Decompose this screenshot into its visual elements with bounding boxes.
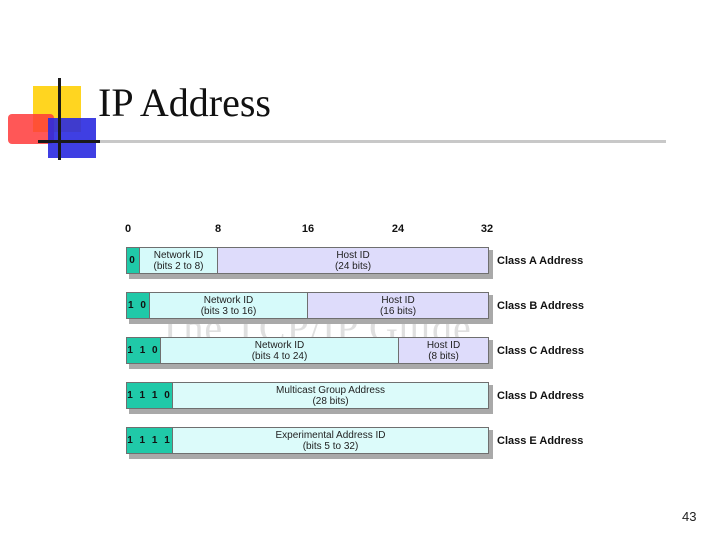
- class-d-multicast-group-address: Multicast Group Address(28 bits): [172, 382, 489, 409]
- class-b-network-id: Network ID(bits 3 to 16): [149, 292, 308, 319]
- class-c-host-id: Host ID(8 bits): [398, 337, 489, 364]
- ip-address-classes-diagram: The TCP/IP Guide 0 8 16 24 32 0 Network …: [120, 222, 600, 462]
- class-c-row: 1 1 0 Network ID(bits 4 to 24) Host ID(8…: [126, 337, 493, 369]
- title-underline: [38, 140, 666, 143]
- class-a-network-id: Network ID(bits 2 to 8): [139, 247, 218, 274]
- class-a-row: 0 Network ID(bits 2 to 8) Host ID(24 bit…: [126, 247, 493, 279]
- class-b-row: 1 0 Network ID(bits 3 to 16) Host ID(16 …: [126, 292, 493, 324]
- class-d-label: Class D Address: [497, 390, 585, 402]
- title-decoration-red-square: [8, 114, 54, 144]
- class-a-host-id: Host ID(24 bits): [217, 247, 489, 274]
- class-c-prefix-bits: 1 1 0: [126, 337, 161, 364]
- class-a-label: Class A Address: [497, 255, 584, 267]
- class-e-experimental-address-id: Experimental Address ID(bits 5 to 32): [172, 427, 489, 454]
- class-d-prefix-bits: 1 1 1 0: [126, 382, 173, 409]
- class-d-row: 1 1 1 0 Multicast Group Address(28 bits): [126, 382, 493, 414]
- bit-tick-8: 8: [214, 223, 222, 235]
- bit-tick-0: 0: [124, 223, 132, 235]
- class-b-label: Class B Address: [497, 300, 585, 312]
- class-c-network-id: Network ID(bits 4 to 24): [160, 337, 399, 364]
- class-e-label: Class E Address: [497, 435, 584, 447]
- slide-title: IP Address: [98, 80, 271, 125]
- class-b-host-id: Host ID(16 bits): [307, 292, 489, 319]
- bit-tick-24: 24: [391, 223, 405, 235]
- class-e-prefix-bits: 1 1 1 1: [126, 427, 173, 454]
- title-underline-accent: [38, 140, 100, 143]
- class-e-row: 1 1 1 1 Experimental Address ID(bits 5 t…: [126, 427, 493, 459]
- page-number: 43: [682, 509, 697, 524]
- bit-tick-16: 16: [301, 223, 315, 235]
- title-decoration-vertical-line: [58, 78, 61, 160]
- class-c-label: Class C Address: [497, 345, 585, 357]
- class-a-prefix-bits: 0: [126, 247, 140, 274]
- class-b-prefix-bits: 1 0: [126, 292, 150, 319]
- title-decoration-blue-square: [48, 118, 96, 158]
- bit-tick-32: 32: [480, 223, 494, 235]
